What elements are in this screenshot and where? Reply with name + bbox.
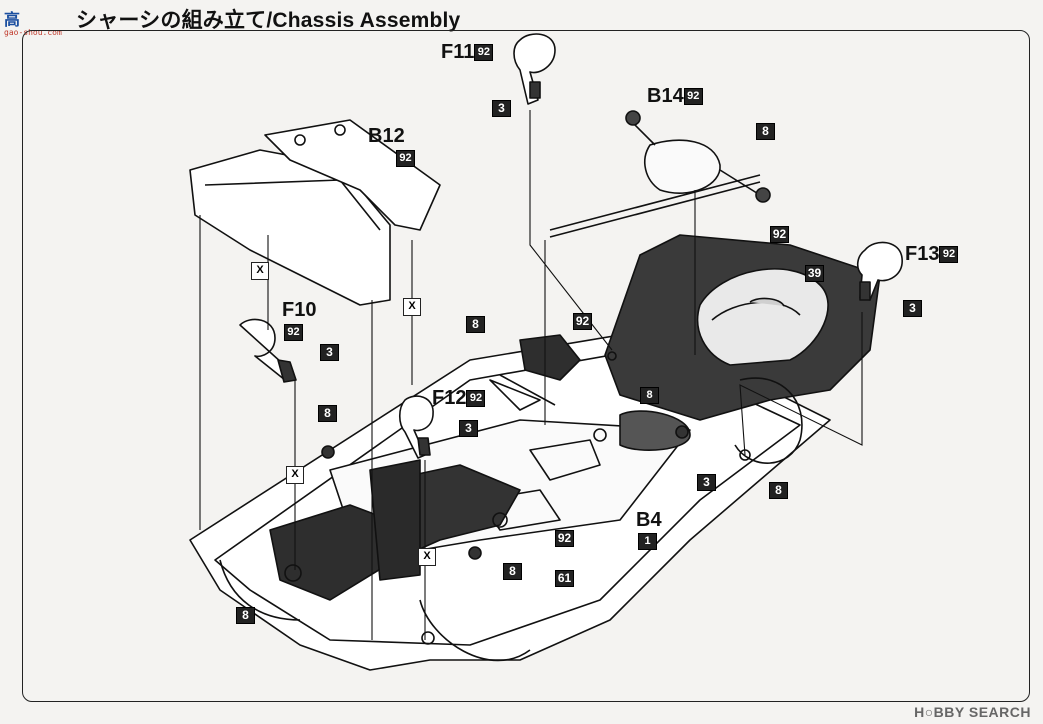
side-rail <box>369 459 421 581</box>
color-callout: 92 <box>573 313 592 331</box>
screw-boss-6 <box>492 512 508 528</box>
rear-wheel-arch <box>734 377 803 464</box>
cement-icon: X <box>251 262 269 280</box>
color-callout: 8 <box>236 607 255 625</box>
floor-brace-x2 <box>529 439 601 481</box>
color-callout: 8 <box>756 123 775 141</box>
b12-bracket <box>264 119 441 231</box>
b14-axle-shaft <box>549 174 761 231</box>
b14-driveshaft-right <box>719 169 761 196</box>
screw-boss-3 <box>675 425 689 439</box>
color-callout: 3 <box>697 474 716 492</box>
part-badge-b12: 92 <box>396 150 415 168</box>
part-badge-f10: 92 <box>284 324 303 342</box>
color-callout: 3 <box>492 100 511 118</box>
color-callout: 8 <box>466 316 485 334</box>
color-callout: 8 <box>503 563 522 581</box>
color-callout: 3 <box>903 300 922 318</box>
cement-icon: X <box>286 466 304 484</box>
logo-mark: 高 <box>4 12 22 29</box>
color-callout: 92 <box>770 226 789 244</box>
screw-boss-7 <box>593 428 607 442</box>
color-callout: 92 <box>555 530 574 548</box>
screw-boss-1 <box>321 445 335 459</box>
screw-boss-5 <box>421 631 435 645</box>
floor-brace-x1 <box>489 374 556 411</box>
part-label-b4: B4 <box>636 509 662 531</box>
f12-hub <box>398 395 434 459</box>
instruction-frame <box>22 30 1030 702</box>
color-callout: 8 <box>318 405 337 423</box>
color-callout: 8 <box>640 387 659 405</box>
b14-diff-housing <box>644 139 721 194</box>
mid-bracket <box>519 334 581 381</box>
cement-icon: X <box>403 298 421 316</box>
front-arch-left <box>219 559 301 621</box>
cement-icon: X <box>418 548 436 566</box>
muffler <box>619 410 691 451</box>
color-callout: 3 <box>459 420 478 438</box>
part-label-f10: F10 <box>282 299 317 321</box>
fuel-tank-cap <box>749 297 785 307</box>
page-title: シャーシの組み立て/Chassis Assembly <box>76 9 461 32</box>
color-callout: 39 <box>805 265 824 283</box>
part-label-b12: B12 <box>368 125 405 147</box>
fuel-tank <box>696 268 829 366</box>
f11-hub <box>513 33 556 105</box>
logo-url: gao-shou.com <box>4 28 62 37</box>
color-callout: 3 <box>320 344 339 362</box>
guide-line-f11 <box>529 110 613 351</box>
screw-boss-4 <box>284 564 302 582</box>
guide-line-f13 <box>739 312 863 456</box>
color-callout: 61 <box>555 570 574 588</box>
color-callout: 8 <box>769 482 788 500</box>
site-logo: 高 gao-shou.com <box>4 4 70 38</box>
part-badge-b4: 1 <box>638 533 657 551</box>
screw-boss-9 <box>607 351 617 361</box>
watermark: H○BBY SEARCH <box>914 704 1031 720</box>
screw-boss-2 <box>468 546 482 560</box>
